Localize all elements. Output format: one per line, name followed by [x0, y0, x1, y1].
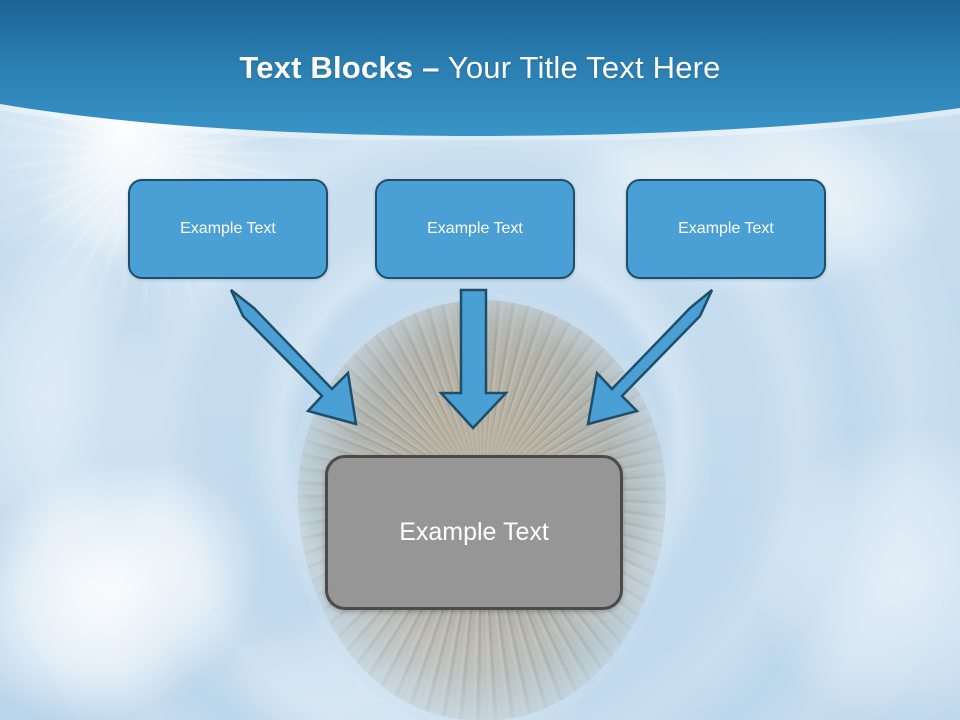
source-box-2[interactable]: Example Text — [375, 179, 575, 279]
result-box-label: Example Text — [399, 518, 549, 546]
source-box-1-label: Example Text — [180, 220, 276, 237]
page-title: Text Blocks – Your Title Text Here — [0, 50, 960, 86]
header-banner: Text Blocks – Your Title Text Here — [0, 0, 960, 140]
source-box-3[interactable]: Example Text — [626, 179, 826, 279]
result-box[interactable]: Example Text — [325, 455, 623, 610]
page-title-light: Your Title Text Here — [447, 50, 721, 85]
source-box-2-label: Example Text — [427, 220, 523, 237]
page-title-strong: Text Blocks – — [239, 50, 440, 85]
header-shape — [0, 0, 960, 140]
source-box-3-label: Example Text — [678, 220, 774, 237]
source-box-1[interactable]: Example Text — [128, 179, 328, 279]
